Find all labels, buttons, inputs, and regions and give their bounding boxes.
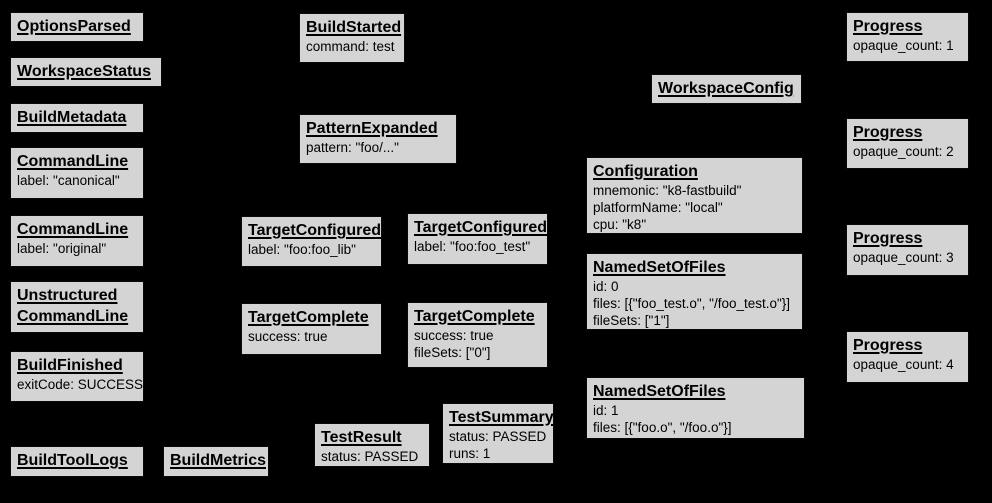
- node-progress-4: Progress opaque_count: 4: [846, 331, 969, 383]
- node-title: Progress: [853, 230, 923, 247]
- node-title: BuildToolLogs: [17, 452, 128, 469]
- node-target-configured-foo-test: TargetConfigured label: "foo:foo_test": [407, 213, 548, 265]
- node-title: TestSummary: [449, 409, 554, 426]
- node-field: label: "foo:foo_lib": [248, 242, 356, 257]
- node-progress-1: Progress opaque_count: 1: [846, 12, 969, 62]
- node-options-parsed: OptionsParsed: [10, 12, 144, 42]
- node-workspace-config: WorkspaceConfig: [651, 74, 802, 104]
- node-build-metrics: BuildMetrics: [163, 446, 269, 477]
- node-field: mnemonic: "k8-fastbuild": [593, 183, 742, 198]
- node-title: BuildStarted: [306, 19, 402, 36]
- node-title: CommandLine: [17, 153, 129, 170]
- node-field: command: test: [306, 39, 395, 54]
- node-field: status: PASSED: [321, 449, 419, 464]
- node-title: Progress: [853, 124, 923, 141]
- node-title: BuildMetrics: [170, 452, 267, 469]
- node-field: fileSets: ["0"]: [414, 345, 491, 360]
- node-field: status: PASSED: [449, 429, 547, 444]
- node-title: Unstructured CommandLine: [17, 287, 129, 325]
- node-build-metadata: BuildMetadata: [10, 103, 144, 133]
- node-field: label: "canonical": [17, 173, 120, 188]
- node-title: NamedSetOfFiles: [593, 383, 726, 400]
- node-field: fileSets: ["1"]: [593, 313, 670, 328]
- node-title: WorkspaceStatus: [17, 63, 151, 80]
- node-field: id: 1: [593, 403, 619, 418]
- node-build-tool-logs: BuildToolLogs: [10, 446, 144, 477]
- node-field: platformName: "local": [593, 200, 723, 215]
- node-field: files: [{"foo_test.o", "/foo_test.o"}]: [593, 296, 791, 311]
- node-build-finished: BuildFinished exitCode: SUCCESS: [10, 351, 144, 402]
- node-title: BuildMetadata: [17, 109, 127, 126]
- node-title: TargetConfigured: [414, 219, 548, 236]
- node-named-set-of-files-0: NamedSetOfFiles id: 0 files: [{"foo_test…: [586, 253, 803, 330]
- node-pattern-expanded: PatternExpanded pattern: "foo/...": [299, 114, 457, 164]
- node-field: id: 0: [593, 279, 619, 294]
- node-target-complete-foo-lib: TargetComplete success: true: [241, 303, 382, 355]
- node-field: label: "original": [17, 241, 107, 256]
- node-title: NamedSetOfFiles: [593, 259, 726, 276]
- node-title: TargetComplete: [248, 309, 369, 326]
- node-test-summary: TestSummary status: PASSED runs: 1: [442, 403, 554, 464]
- node-title: Progress: [853, 337, 923, 354]
- node-field: success: true: [414, 328, 494, 343]
- node-workspace-status: WorkspaceStatus: [10, 57, 162, 87]
- node-title: OptionsParsed: [17, 18, 131, 35]
- node-title: PatternExpanded: [306, 120, 438, 137]
- node-title: Progress: [853, 18, 923, 35]
- node-named-set-of-files-1: NamedSetOfFiles id: 1 files: [{"foo.o", …: [586, 377, 805, 439]
- node-field: runs: 1: [449, 446, 491, 461]
- node-field: files: [{"foo.o", "/foo.o"}]: [593, 420, 732, 435]
- node-field: opaque_count: 2: [853, 144, 954, 159]
- node-field: opaque_count: 1: [853, 38, 954, 53]
- node-field: exitCode: SUCCESS: [17, 377, 144, 392]
- node-title: TestResult: [321, 429, 402, 446]
- node-field: opaque_count: 3: [853, 250, 954, 265]
- node-target-configured-foo-lib: TargetConfigured label: "foo:foo_lib": [241, 216, 382, 267]
- node-progress-3: Progress opaque_count: 3: [846, 224, 969, 276]
- node-field: label: "foo:foo_test": [414, 239, 531, 254]
- node-progress-2: Progress opaque_count: 2: [846, 118, 969, 169]
- node-title: Configuration: [593, 163, 698, 180]
- node-target-complete-foo-test: TargetComplete success: true fileSets: […: [407, 302, 548, 368]
- node-title: TargetComplete: [414, 308, 535, 325]
- node-title: TargetConfigured: [248, 222, 382, 239]
- node-build-started: BuildStarted command: test: [299, 13, 405, 63]
- node-field: cpu: "k8": [593, 217, 647, 232]
- node-configuration: Configuration mnemonic: "k8-fastbuild" p…: [586, 157, 803, 234]
- node-command-line-original: CommandLine label: "original": [10, 215, 144, 267]
- node-command-line-canonical: CommandLine label: "canonical": [10, 147, 144, 199]
- node-field: success: true: [248, 329, 328, 344]
- node-field: pattern: "foo/...": [306, 140, 399, 155]
- node-title: WorkspaceConfig: [658, 80, 794, 97]
- node-unstructured-command-line: Unstructured CommandLine: [10, 281, 144, 333]
- node-title: CommandLine: [17, 221, 129, 238]
- node-test-result: TestResult status: PASSED: [314, 423, 430, 467]
- node-title: BuildFinished: [17, 357, 123, 374]
- node-field: opaque_count: 4: [853, 357, 954, 372]
